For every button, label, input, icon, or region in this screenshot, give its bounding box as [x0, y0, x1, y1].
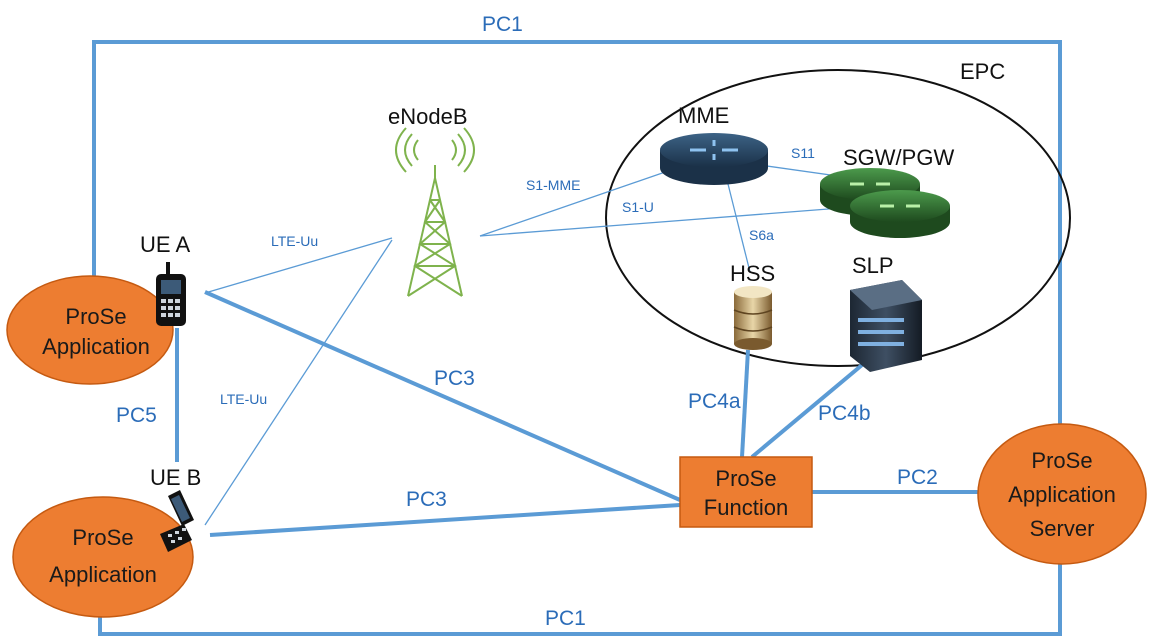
prose-application-server-line3: Server: [1030, 516, 1095, 541]
pc4b-label: PC4b: [818, 402, 871, 425]
prose-application-server-line1: ProSe: [1031, 448, 1092, 473]
pc3-b-label: PC3: [406, 488, 447, 511]
lte-uu-a-label: LTE-Uu: [271, 233, 318, 249]
pc1-top-link: [92, 40, 1062, 455]
prose-application-server-line2: Application: [1008, 482, 1116, 507]
enodeb-label: eNodeB: [388, 104, 468, 129]
prose-application-b: [12, 496, 194, 618]
ue-b-label: UE B: [150, 465, 201, 490]
mme-router-icon: [660, 133, 768, 185]
slp-server-icon: [850, 280, 922, 372]
s6a-label: S6a: [749, 227, 774, 243]
epc-label: EPC: [960, 59, 1005, 84]
hss-label: HSS: [730, 261, 775, 286]
prose-application-b-line1: ProSe: [72, 525, 133, 550]
prose-function-line1: ProSe: [715, 466, 776, 491]
pc4b-line: [750, 363, 864, 459]
prose-application-server: [977, 423, 1147, 565]
ue-a-phone-icon: [156, 262, 186, 326]
s1-u-line: [479, 204, 881, 237]
pc3-b-line: [209, 503, 681, 537]
ue-b-phone-icon: [160, 490, 194, 552]
hss-database-icon: [733, 286, 773, 350]
prose-application-b-line2: Application: [49, 562, 157, 587]
lte-uu-b-label: LTE-Uu: [220, 391, 267, 407]
epc-boundary: [605, 69, 1071, 367]
lte-uu-b-line: [204, 239, 393, 526]
pc4a-line: [740, 349, 750, 458]
s6a-line: [726, 179, 751, 273]
prose-application-a-line1: ProSe: [65, 304, 126, 329]
enodeb-tower-icon: [395, 127, 475, 297]
mme-label: MME: [678, 103, 729, 128]
sgw-pgw-label: SGW/PGW: [843, 145, 954, 170]
prose-function-box: [679, 456, 813, 528]
pc5-label: PC5: [116, 404, 157, 427]
sgw-pgw-router-icon: [820, 168, 950, 238]
s1-u-label: S1-U: [622, 199, 654, 215]
prose-application-a-line2: Application: [42, 334, 150, 359]
prose-application-a: [6, 275, 174, 385]
prose-function-line2: Function: [704, 495, 788, 520]
ue-a-label: UE A: [140, 232, 190, 257]
pc4a-label: PC4a: [688, 390, 741, 413]
pc3-a-line: [204, 290, 681, 502]
pc2-label: PC2: [897, 466, 938, 489]
pc3-a-label: PC3: [434, 367, 475, 390]
s11-label: S11: [791, 145, 815, 161]
pc1-bottom-label: PC1: [545, 607, 586, 630]
lte-uu-a-line: [204, 237, 393, 294]
pc1-top-label: PC1: [482, 13, 523, 36]
slp-label: SLP: [852, 253, 894, 278]
s1-mme-label: S1-MME: [526, 177, 580, 193]
